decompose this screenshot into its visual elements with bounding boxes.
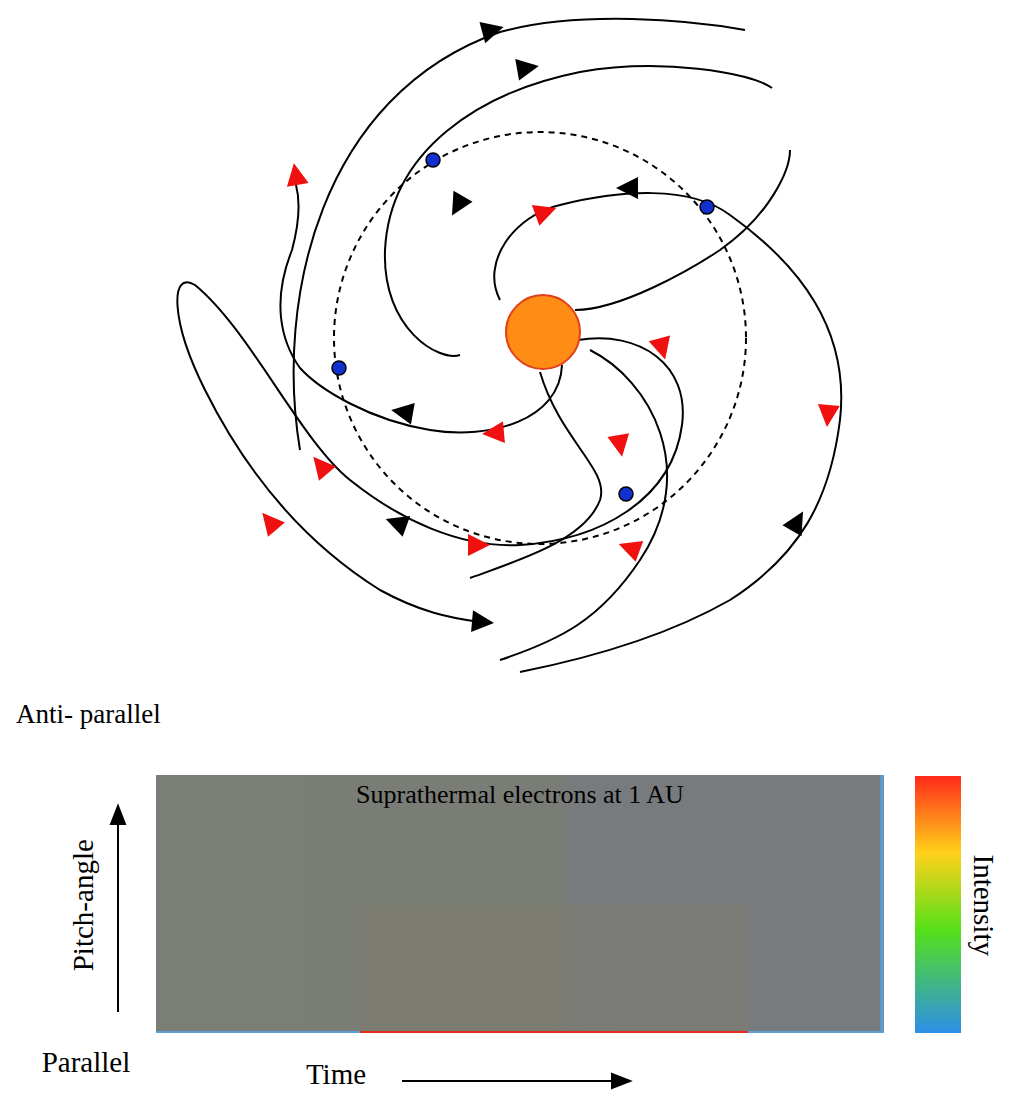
axis-label: Pitch-angle [68, 839, 98, 971]
field-lines [177, 19, 841, 672]
axis-label: Time [306, 1059, 366, 1089]
sun [506, 295, 580, 369]
panel-title: Suprathermal electrons at 1 AU [356, 781, 684, 808]
spacecraft-dots [332, 153, 714, 501]
axis-label: Anti- parallel [16, 700, 166, 728]
orbit-circle [334, 132, 746, 544]
heatmap-edge [156, 1031, 884, 1033]
heatmap-edge-right [881, 775, 884, 1033]
arrowheads [254, 16, 840, 634]
heatmap [156, 775, 884, 1033]
colorbar [915, 776, 961, 1033]
heatmap-edge-red [360, 1031, 748, 1033]
colorbar-label: Intensity [969, 854, 999, 956]
heatmap-band [360, 905, 748, 1032]
axis-label: Parallel [42, 1047, 131, 1077]
axis-arrows [111, 806, 630, 1088]
